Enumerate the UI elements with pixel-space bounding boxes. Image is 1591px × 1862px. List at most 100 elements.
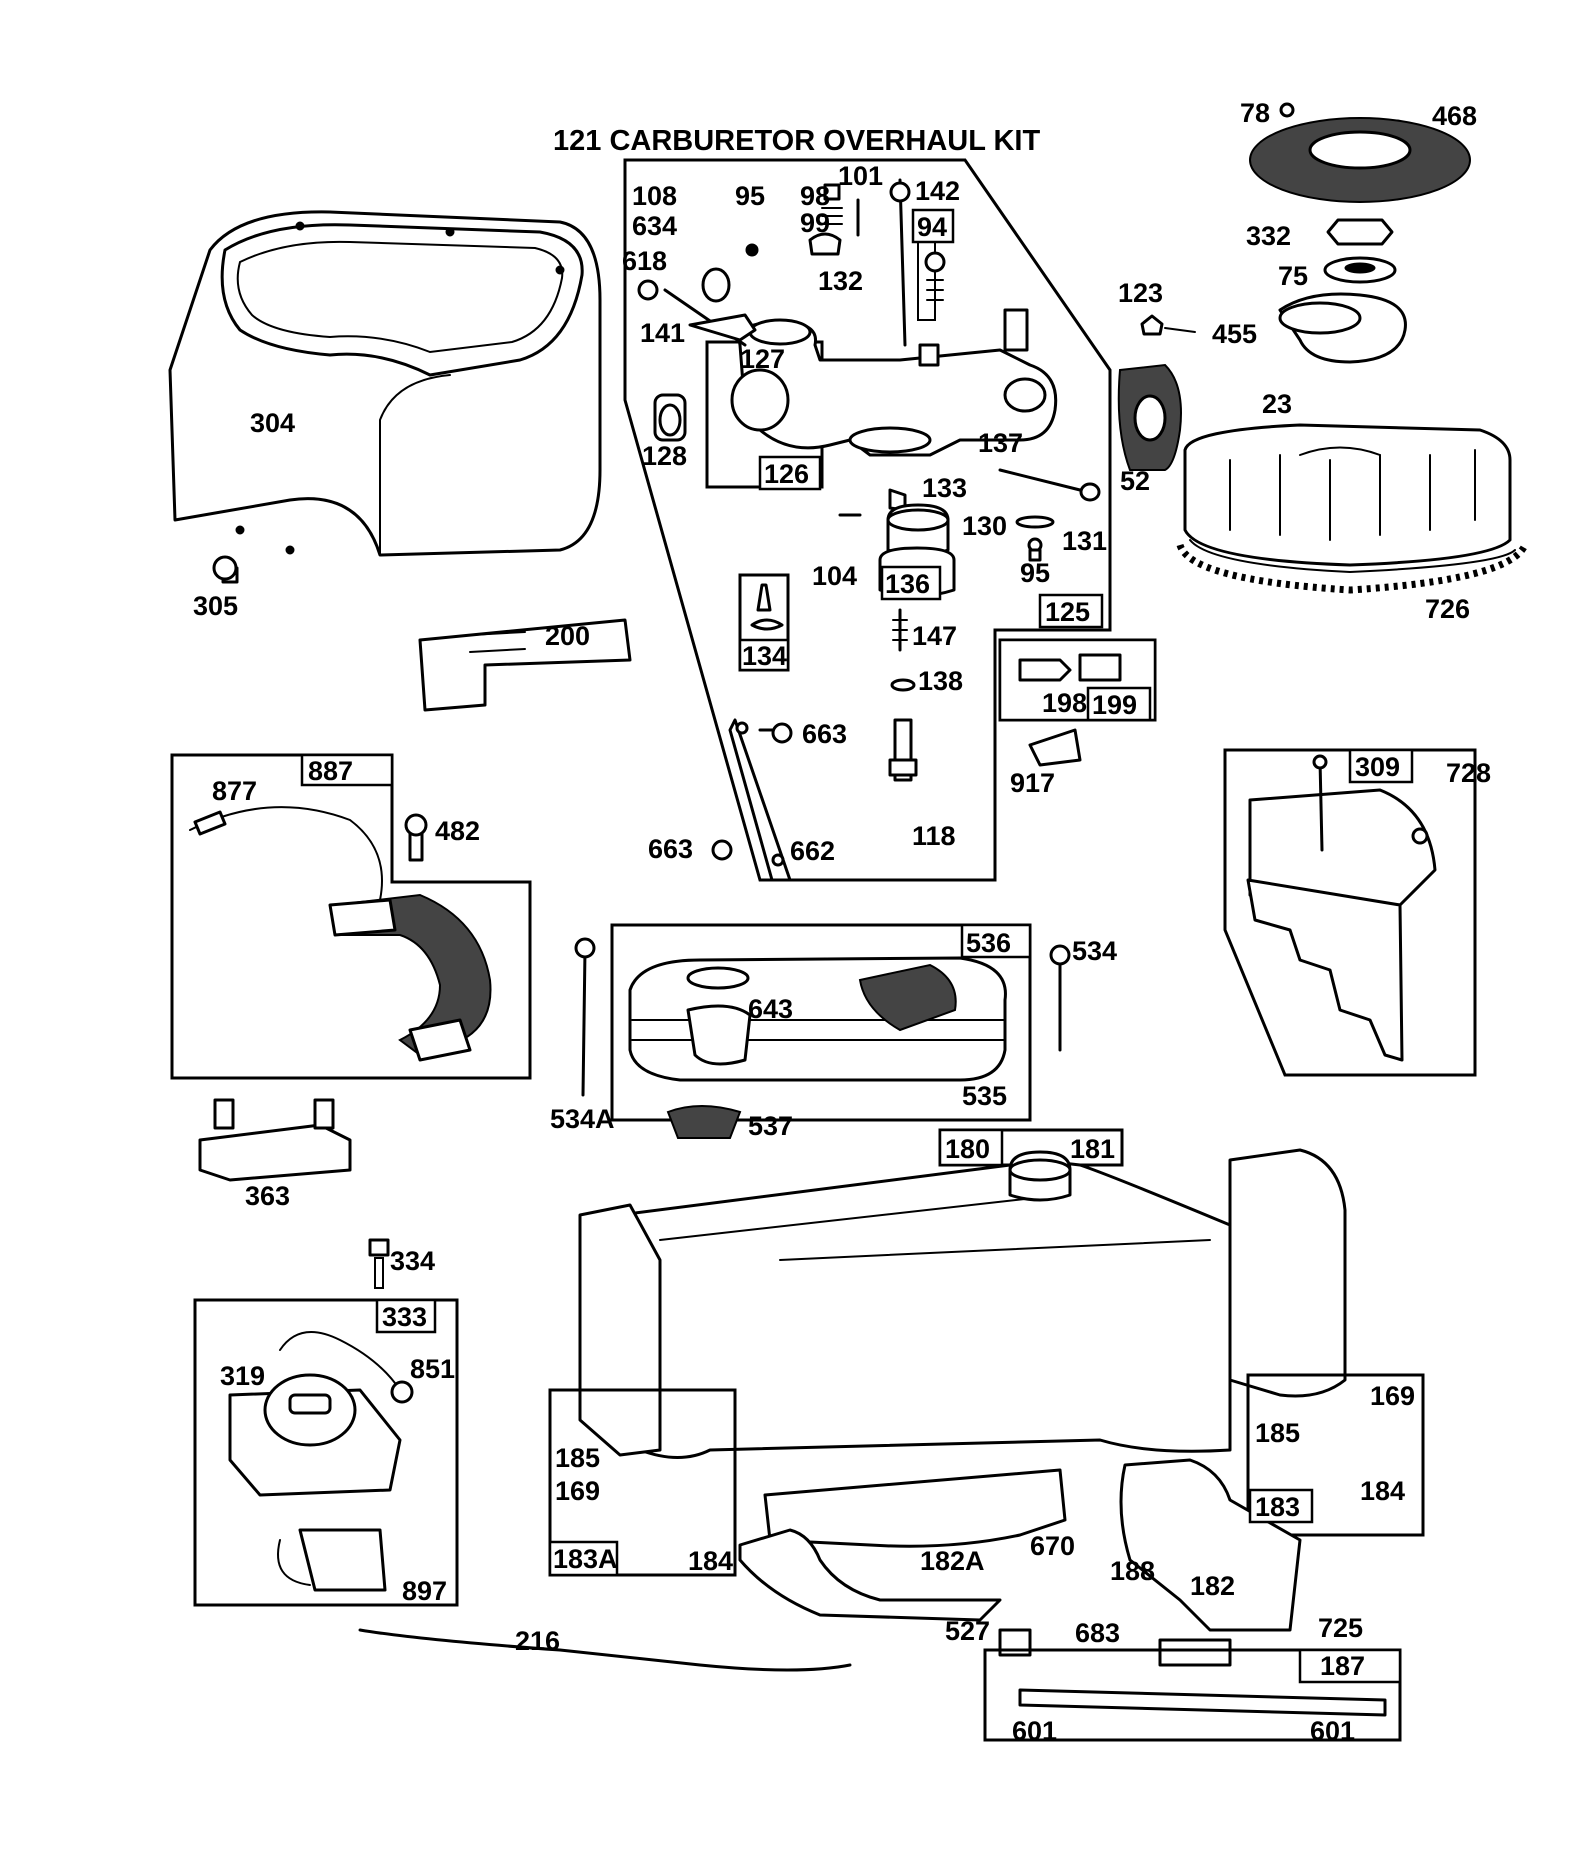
label-634: 634: [632, 211, 677, 241]
label-180: 180: [945, 1134, 990, 1164]
label-125: 125: [1045, 597, 1090, 627]
label-136: 136: [885, 569, 930, 599]
label-130: 130: [962, 511, 1007, 541]
label-101: 101: [838, 161, 883, 191]
label-184-right: 184: [1360, 1476, 1405, 1506]
label-104: 104: [812, 561, 857, 591]
label-78: 78: [1240, 98, 1270, 128]
label-141: 141: [640, 318, 685, 348]
label-184-left: 184: [688, 1546, 733, 1576]
label-188: 188: [1110, 1556, 1155, 1586]
label-537: 537: [748, 1111, 793, 1141]
label-334: 334: [390, 1246, 435, 1276]
label-662: 662: [790, 836, 835, 866]
governor-art: [1223, 748, 1477, 1077]
label-663-lower: 663: [648, 834, 693, 864]
label-319: 319: [220, 1361, 265, 1391]
label-200: 200: [545, 621, 590, 651]
label-643: 643: [748, 994, 793, 1024]
label-309: 309: [1355, 752, 1400, 782]
label-455: 455: [1212, 319, 1257, 349]
label-132: 132: [818, 266, 863, 296]
gasket-art: [1117, 314, 1196, 471]
label-534a: 534A: [550, 1104, 615, 1134]
blower-housing-art: [168, 210, 602, 584]
label-98: 98: [800, 181, 830, 211]
label-199: 199: [1092, 690, 1137, 720]
label-468: 468: [1432, 101, 1477, 131]
link-rod-art: [358, 1628, 852, 1672]
label-187: 187: [1320, 1651, 1365, 1681]
label-95: 95: [735, 181, 765, 211]
label-128: 128: [642, 441, 687, 471]
label-134: 134: [742, 641, 787, 671]
label-169-left: 169: [555, 1476, 600, 1506]
label-126: 126: [764, 459, 809, 489]
mount-block-art: [198, 1098, 390, 1289]
magneto-art: [193, 1298, 459, 1607]
carburetor-body-art: [730, 178, 1058, 457]
label-185-right: 185: [1255, 1418, 1300, 1448]
label-887: 887: [308, 756, 353, 786]
label-482: 482: [435, 816, 480, 846]
label-305: 305: [193, 591, 238, 621]
label-182: 182: [1190, 1571, 1235, 1601]
label-181: 181: [1070, 1134, 1115, 1164]
label-601-right: 601: [1310, 1716, 1355, 1746]
part-labels: 121 CARBURETOR OVERHAUL KIT 304 305 200 …: [193, 98, 1491, 1746]
label-108: 108: [632, 181, 677, 211]
label-137: 137: [978, 428, 1023, 458]
label-142: 142: [915, 176, 960, 206]
label-183: 183: [1255, 1492, 1300, 1522]
label-877: 877: [212, 776, 257, 806]
label-601-left: 601: [1012, 1716, 1057, 1746]
carburetor-kit-title: 121 CARBURETOR OVERHAUL KIT: [553, 125, 1040, 157]
air-cleaner-art: [574, 923, 1071, 1139]
label-136-box: [880, 565, 942, 601]
label-304: 304: [250, 408, 295, 438]
starter-parts-art: [1249, 102, 1471, 364]
label-527: 527: [945, 1616, 990, 1646]
label-728: 728: [1446, 758, 1491, 788]
label-147: 147: [912, 621, 957, 651]
label-198: 198: [1042, 688, 1087, 718]
label-851: 851: [410, 1354, 455, 1384]
label-127: 127: [740, 344, 785, 374]
label-169-right: 169: [1370, 1381, 1415, 1411]
label-332: 332: [1246, 221, 1291, 251]
label-125-box: [1038, 593, 1104, 629]
label-183-box: [1248, 1488, 1314, 1524]
label-75: 75: [1278, 261, 1308, 291]
label-663-upper: 663: [802, 719, 847, 749]
label-683: 683: [1075, 1618, 1120, 1648]
label-131: 131: [1062, 526, 1107, 556]
label-618: 618: [622, 246, 667, 276]
label-94-box: [911, 208, 955, 244]
label-535: 535: [962, 1081, 1007, 1111]
label-94: 94: [917, 212, 947, 242]
label-185-left: 185: [555, 1443, 600, 1473]
label-363: 363: [245, 1181, 290, 1211]
label-897: 897: [402, 1576, 447, 1606]
label-99: 99: [800, 208, 830, 238]
label-118: 118: [912, 821, 956, 851]
label-333: 333: [382, 1302, 427, 1332]
label-183a-box: [548, 1540, 619, 1577]
label-133: 133: [922, 473, 967, 503]
label-183a: 183A: [553, 1544, 618, 1574]
label-216: 216: [515, 1626, 560, 1656]
label-95-lower: 95: [1020, 558, 1050, 588]
label-534: 534: [1072, 936, 1117, 966]
baffle-art: [418, 618, 632, 712]
carburetor-small-parts-art: [637, 183, 1101, 882]
label-180-box: [938, 1128, 1004, 1167]
label-134-box: [738, 638, 790, 672]
label-726: 726: [1425, 594, 1470, 624]
fuel-tank-art: [548, 1128, 1425, 1667]
label-536: 536: [966, 928, 1011, 958]
label-917: 917: [1010, 768, 1055, 798]
armature-art: [170, 753, 532, 1080]
label-182a: 182A: [920, 1546, 985, 1576]
